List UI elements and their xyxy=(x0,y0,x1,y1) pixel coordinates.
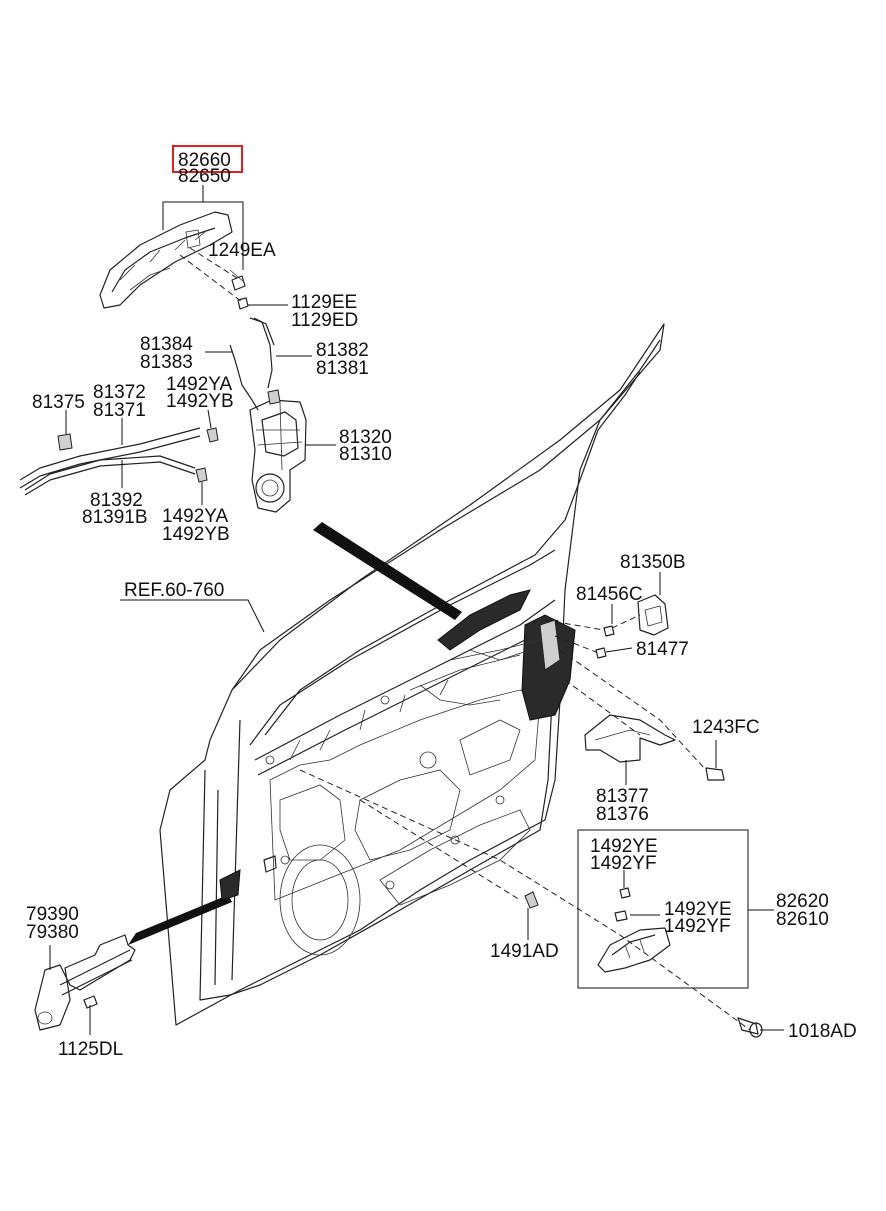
label-81372: 81372 xyxy=(93,382,146,403)
label-1129ED: 1129ED xyxy=(291,310,358,331)
label-81376: 81376 xyxy=(596,804,649,825)
label-1492YF-lower: 1492YF xyxy=(664,916,731,937)
pointer-wedge-upper xyxy=(313,522,462,620)
label-81391B: 81391B xyxy=(82,507,148,528)
label-82650: 82650 xyxy=(178,166,231,187)
rods-and-cables xyxy=(19,317,275,496)
label-81382: 81382 xyxy=(316,340,369,361)
label-81350B: 81350B xyxy=(620,552,686,573)
label-1129EE: 1129EE xyxy=(291,292,357,313)
pointer-wedge-lower xyxy=(128,895,232,945)
label-81320: 81320 xyxy=(339,427,392,448)
label-79380: 79380 xyxy=(26,922,79,943)
label-81377: 81377 xyxy=(596,786,649,807)
door-striker xyxy=(595,594,669,659)
label-1243FC: 1243FC xyxy=(692,717,760,738)
label-1018AD: 1018AD xyxy=(788,1021,857,1042)
label-82610: 82610 xyxy=(776,909,829,930)
label-1249EA: 1249EA xyxy=(208,240,276,261)
label-1492YA-upper: 1492YA xyxy=(166,374,233,395)
inside-handle-assembly xyxy=(524,887,763,1038)
label-1492YB-upper: 1492YB xyxy=(166,391,234,412)
label-81456C: 81456C xyxy=(576,584,643,605)
label-81381: 81381 xyxy=(316,358,369,379)
latch-bracket xyxy=(584,714,725,781)
label-81392: 81392 xyxy=(90,490,143,511)
door-latch-assembly xyxy=(249,389,307,513)
label-81310: 81310 xyxy=(339,444,392,465)
label-1492YE-upper: 1492YE xyxy=(590,836,658,857)
highlight-box xyxy=(172,145,243,173)
label-79390: 79390 xyxy=(26,904,79,925)
label-1125DL: 1125DL xyxy=(58,1039,123,1060)
label-1492YB-lower: 1492YB xyxy=(162,524,230,545)
label-1492YF-upper: 1492YF xyxy=(590,853,657,874)
label-ref: REF.60-760 xyxy=(124,580,224,601)
label-81375: 81375 xyxy=(32,392,85,413)
label-81383: 81383 xyxy=(140,352,193,373)
installed-lock-mechanism xyxy=(409,589,576,721)
door-checker xyxy=(34,855,277,1031)
label-82620: 82620 xyxy=(776,891,829,912)
outside-handle-assembly xyxy=(99,211,249,310)
label-1492YA-lower: 1492YA xyxy=(162,506,229,527)
label-82660: 82660 xyxy=(178,150,231,171)
front-door-panel xyxy=(159,323,665,1026)
label-1492YE-lower: 1492YE xyxy=(664,899,732,920)
assembly-lines xyxy=(299,614,751,1031)
part-labels: 82660 82650 1249EA 1129EE 1129ED 81384 8… xyxy=(26,150,857,1060)
label-81477: 81477 xyxy=(636,639,689,660)
label-1491AD: 1491AD xyxy=(490,941,559,962)
label-81371: 81371 xyxy=(93,400,146,421)
label-81384: 81384 xyxy=(140,334,193,355)
leader-lines xyxy=(49,185,784,1035)
